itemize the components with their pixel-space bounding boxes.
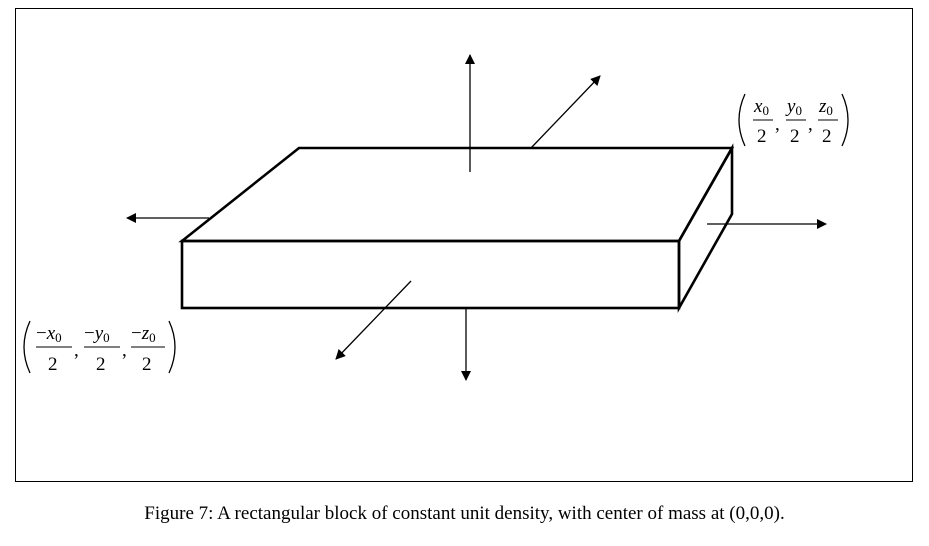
block-top-face bbox=[178, 146, 735, 243]
denominator: 2 bbox=[790, 126, 800, 147]
comma: , bbox=[775, 114, 780, 135]
right-paren bbox=[841, 93, 849, 147]
numerator-z: z0 bbox=[818, 96, 833, 118]
corner-label-upper: x0 2 , y0 2 , z0 2 bbox=[738, 93, 849, 147]
comma: , bbox=[74, 340, 79, 361]
numerator-neg-x: −x0 bbox=[36, 323, 62, 345]
corner-label-lower: −x0 2 , −y0 2 , −z0 2 bbox=[23, 320, 176, 375]
left-paren bbox=[738, 93, 746, 147]
left-paren bbox=[23, 320, 31, 374]
denominator: 2 bbox=[96, 354, 106, 375]
figure-caption: Figure 7: A rectangular block of constan… bbox=[144, 503, 785, 524]
denominator: 2 bbox=[757, 126, 767, 147]
block-front-face bbox=[180, 239, 681, 310]
denominator: 2 bbox=[142, 354, 152, 375]
figure-frame bbox=[15, 8, 913, 482]
denominator: 2 bbox=[822, 126, 832, 147]
numerator-neg-z: −z0 bbox=[131, 323, 156, 345]
rectangular-block bbox=[178, 143, 735, 313]
denominator: 2 bbox=[48, 354, 58, 375]
comma: , bbox=[808, 114, 813, 135]
numerator-y: y0 bbox=[785, 96, 802, 118]
right-paren bbox=[168, 320, 176, 374]
comma: , bbox=[122, 340, 127, 361]
numerator-neg-y: −y0 bbox=[84, 323, 110, 345]
numerator-x: x0 bbox=[753, 96, 769, 118]
arrow-front-diagonal bbox=[335, 280, 412, 360]
block-side-face bbox=[677, 143, 734, 313]
arrow-back-diagonal bbox=[530, 75, 601, 149]
